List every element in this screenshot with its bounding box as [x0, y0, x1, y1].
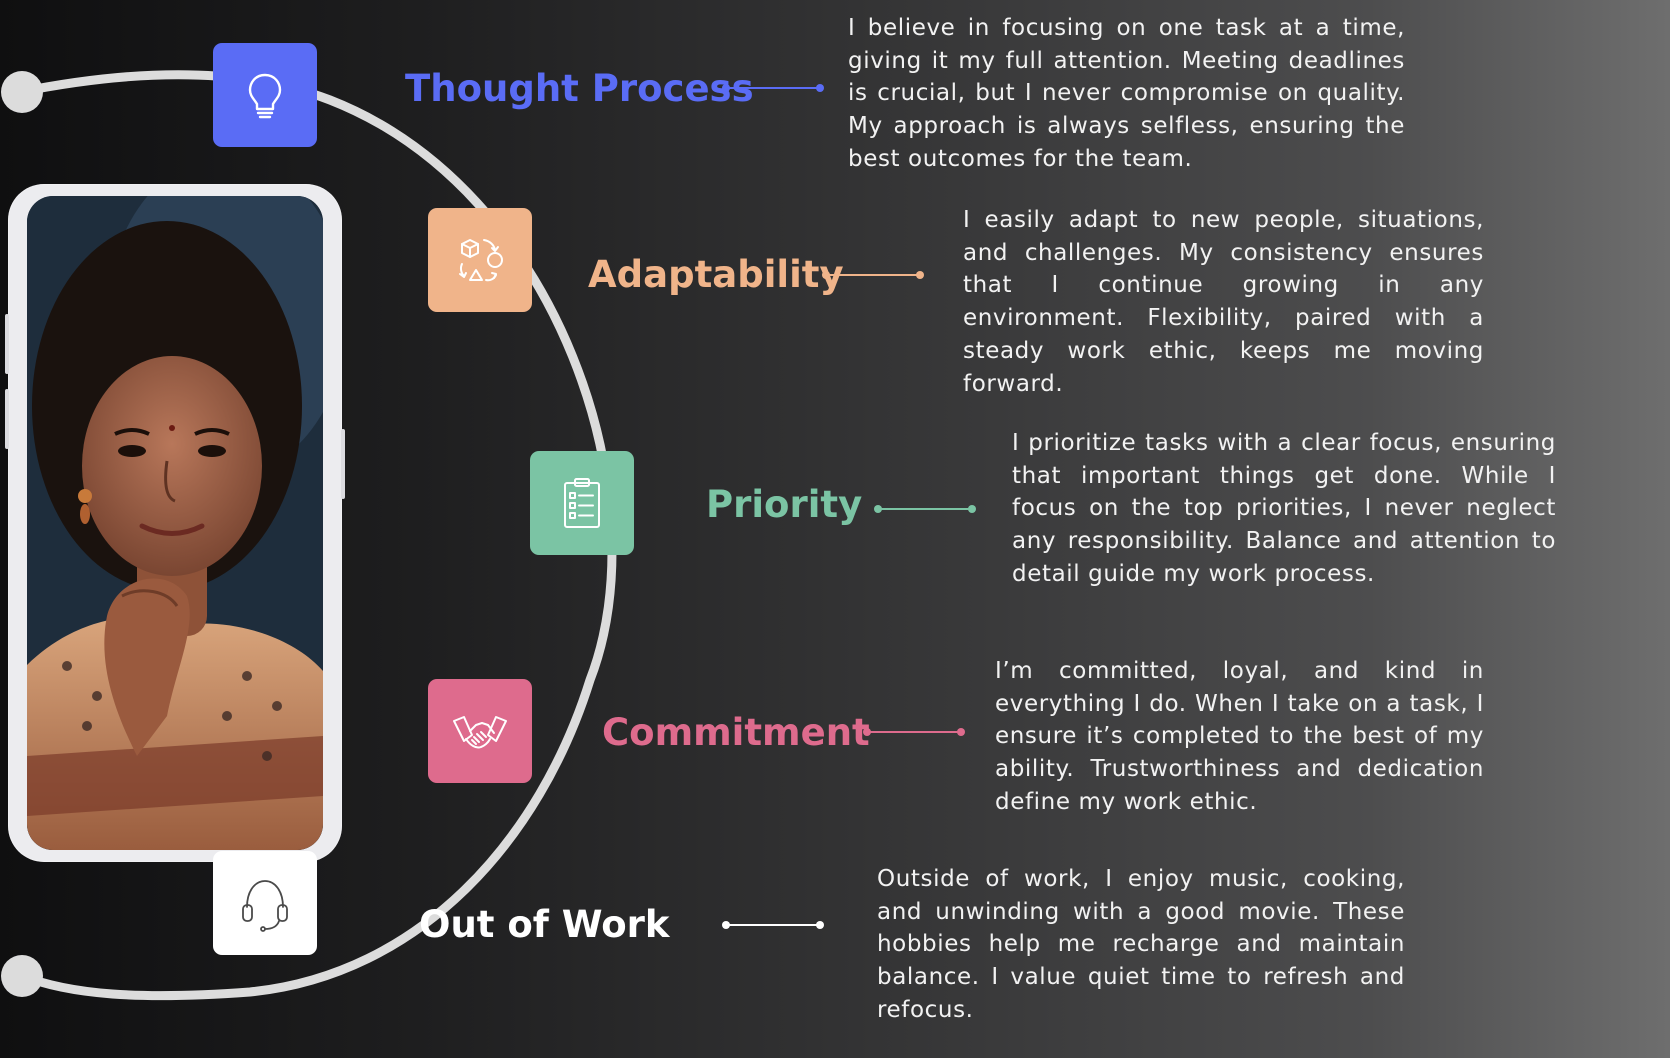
priority-title: Priority	[706, 483, 863, 526]
lightbulb-icon	[248, 73, 282, 119]
arc-endpoint-bottom	[1, 955, 43, 997]
headphones-icon	[242, 880, 288, 932]
phone-frame	[5, 184, 345, 862]
out-of-work-connector	[722, 919, 824, 931]
priority-badge	[530, 451, 634, 555]
adaptability-badge	[428, 208, 532, 312]
adaptability-description: I easily adapt to new people, situations…	[963, 207, 1484, 397]
priority-connector	[874, 503, 976, 515]
portrait-photo	[27, 196, 323, 850]
adaptability-connector	[822, 269, 924, 281]
handshake-icon	[453, 716, 507, 749]
commitment-description: I’m committed, loyal, and kind in everyt…	[995, 658, 1484, 815]
adaptability-title: Adaptability	[588, 253, 844, 296]
commitment-badge	[428, 679, 532, 783]
phone-side-button	[5, 314, 9, 374]
portrait-illustration	[27, 196, 323, 850]
out-of-work-badge	[213, 851, 317, 955]
commitment-connector	[863, 726, 965, 738]
out-of-work-description: Outside of work, I enjoy music, cooking,…	[877, 866, 1405, 1023]
commitment-title: Commitment	[602, 711, 870, 754]
thought-process-description: I believe in focusing on one task at a t…	[848, 15, 1405, 172]
thought-process-title: Thought Process	[405, 67, 754, 110]
thought-process-badge	[213, 43, 317, 147]
priority-description: I prioritize tasks with a clear focus, e…	[1012, 430, 1556, 587]
shapes-cycle-icon	[459, 239, 503, 282]
clipboard-checklist-icon	[564, 478, 600, 528]
arc-endpoint-top	[1, 71, 43, 113]
thought-process-connector	[722, 82, 824, 94]
phone-power-button	[341, 429, 345, 499]
out-of-work-title: Out of Work	[419, 903, 670, 946]
phone-side-button	[5, 389, 9, 449]
